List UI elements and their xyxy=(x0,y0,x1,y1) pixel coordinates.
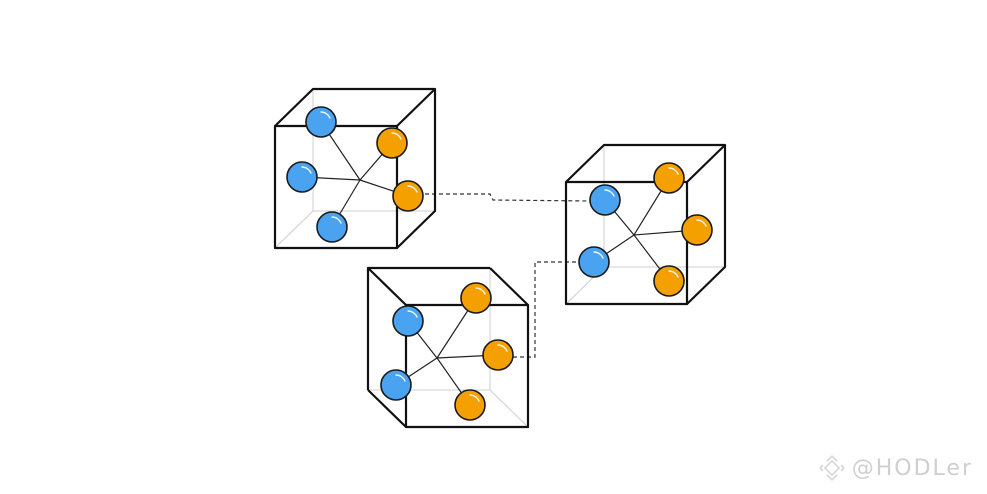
orange-node xyxy=(653,162,685,194)
orange-node xyxy=(392,180,424,212)
blue-node xyxy=(380,369,412,401)
cube-top-left xyxy=(273,87,437,250)
orange-node xyxy=(653,265,685,297)
orange-node xyxy=(376,127,408,159)
watermark: @HODLer xyxy=(818,454,973,482)
blue-node xyxy=(316,211,348,243)
blue-node xyxy=(305,106,337,138)
connection-link-bottom-right xyxy=(513,261,578,358)
binance-logo-icon xyxy=(819,455,845,481)
orange-node xyxy=(454,389,486,421)
blue-node xyxy=(578,246,610,278)
blue-node xyxy=(392,305,424,337)
blue-node xyxy=(286,161,318,193)
watermark-text: @HODLer xyxy=(851,455,973,481)
blue-node xyxy=(589,184,621,216)
orange-node xyxy=(482,339,514,371)
orange-node xyxy=(681,214,713,246)
connection-link-top-right xyxy=(425,193,591,202)
cube-right xyxy=(564,143,727,306)
cube-bottom xyxy=(366,266,530,429)
orange-node xyxy=(460,282,492,314)
